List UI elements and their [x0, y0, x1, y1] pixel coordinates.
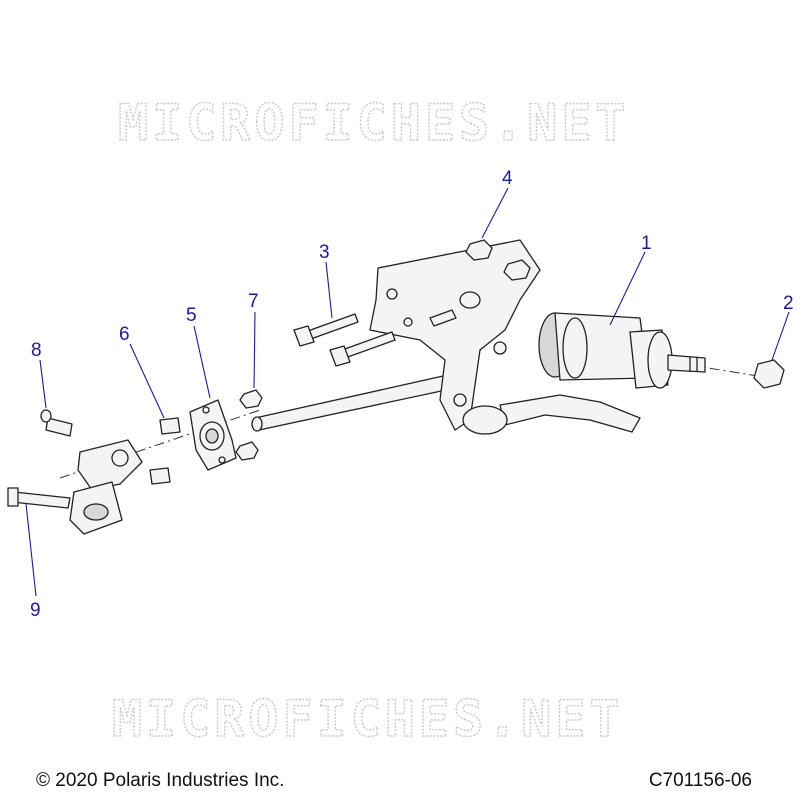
- callout-3: 3: [319, 242, 330, 263]
- leader-1: [609, 251, 646, 326]
- steering-shaft: [251, 369, 475, 432]
- diagram-code: C701156-06: [648, 770, 752, 791]
- leader-5: [193, 325, 211, 399]
- bolt-6: [149, 417, 181, 485]
- callout-5: 5: [186, 305, 197, 326]
- nut-2: [753, 359, 785, 389]
- callout-7: 7: [248, 291, 259, 312]
- flange-bearing-5: [189, 399, 237, 471]
- bolt-3: [293, 313, 396, 367]
- watermark-bottom: MICROFICHES.NET: [112, 690, 624, 748]
- callout-8: 8: [31, 340, 42, 361]
- leader-8: [39, 359, 47, 409]
- callout-6: 6: [119, 324, 130, 345]
- mounting-bracket: [369, 239, 541, 431]
- tilt-lever: [462, 394, 641, 435]
- bolt-9: [7, 487, 71, 509]
- bolt-8: [40, 409, 73, 437]
- leader-7: [253, 311, 256, 389]
- leader-9: [25, 503, 37, 597]
- watermark-top: MICROFICHES.NET: [118, 94, 630, 152]
- copyright-notice: © 2020 Polaris Industries Inc.: [36, 770, 285, 791]
- eps-unit: [538, 312, 706, 389]
- leader-3: [325, 261, 333, 319]
- callout-2: 2: [783, 293, 794, 314]
- nut-4: [465, 239, 531, 281]
- leader-6: [129, 343, 165, 419]
- callout-9: 9: [30, 600, 41, 621]
- callout-4: 4: [502, 168, 513, 189]
- leader-2: [771, 311, 790, 361]
- leader-4: [481, 187, 509, 239]
- u-joint: [69, 439, 143, 535]
- callout-1: 1: [641, 233, 652, 254]
- nut-7: [235, 389, 263, 461]
